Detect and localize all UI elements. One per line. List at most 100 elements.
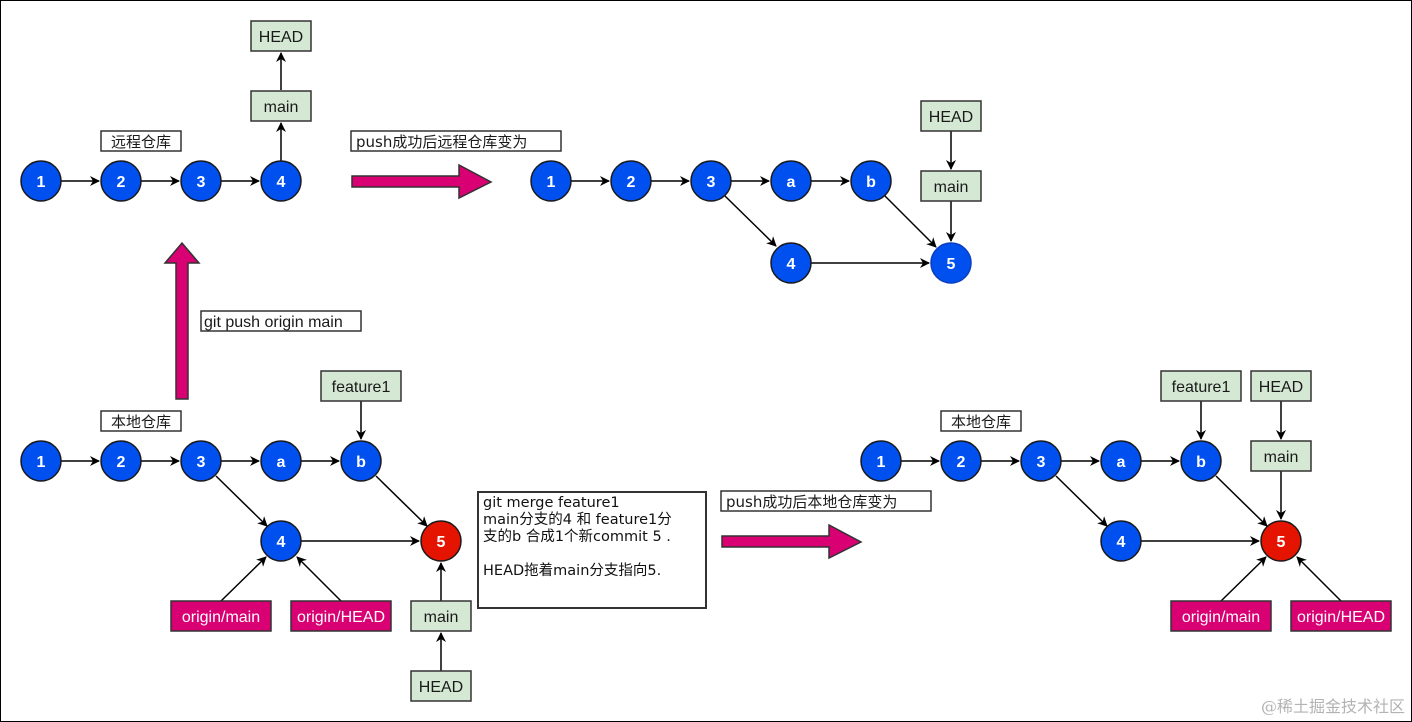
edge [215,475,268,527]
transition-arrow-right [351,163,493,200]
remote-label-origin-head: origin/HEAD [1290,600,1392,632]
note-line: HEAD拖着main分支指向5. [483,563,662,579]
remote-after-graph: 1 2 3 a b 4 5 HEAD main [530,100,982,284]
local-after-graph: 1 2 3 a b 4 5 feature1 HEAD main origin/… [860,370,1392,632]
svg-text:feature1: feature1 [1172,379,1231,396]
branch-label-head: HEAD [250,20,312,52]
svg-text:HEAD: HEAD [1259,379,1303,396]
commit-node: 1 [20,160,62,202]
svg-text:main: main [1264,449,1299,466]
svg-text:2: 2 [957,454,966,471]
svg-text:3: 3 [197,454,206,471]
svg-text:origin/HEAD: origin/HEAD [297,609,385,626]
remote-label-origin-main: origin/main [1170,600,1272,632]
svg-text:push成功后远程仓库变为: push成功后远程仓库变为 [356,133,527,151]
push-arrow-up [163,241,201,400]
commit-node: 3 [180,160,222,202]
commit-node-merge: 5 [1260,520,1302,562]
watermark: @稀土掘金技术社区 [1260,697,1405,716]
svg-text:feature1: feature1 [332,379,391,396]
commit-node: 2 [100,440,142,482]
svg-text:origin/HEAD: origin/HEAD [1297,609,1385,626]
svg-text:1: 1 [877,454,886,471]
commit-node: 1 [860,440,902,482]
svg-text:git push origin main: git push origin main [204,314,343,331]
edge [296,556,342,602]
svg-text:本地仓库: 本地仓库 [111,413,171,431]
branch-label-head: HEAD [1250,370,1312,402]
svg-text:3: 3 [197,174,206,191]
branch-label-feature1: feature1 [320,370,402,402]
edge [375,475,428,527]
local-before-graph: 1 2 3 a b 4 5 feature1 origin/main origi… [20,370,472,702]
svg-text:远程仓库: 远程仓库 [111,133,171,151]
svg-text:本地仓库: 本地仓库 [951,413,1011,431]
note-line: 支的b 合成1个新commit 5 . [483,529,671,545]
commit-node: 4 [260,160,302,202]
svg-text:2: 2 [627,174,636,191]
edge [884,195,937,248]
edge [1215,475,1268,527]
remote-label-origin-head: origin/HEAD [290,600,392,632]
commit-node: a [1100,440,1142,482]
svg-text:origin/main: origin/main [182,609,260,626]
merge-explanation-note: git merge feature1 main分支的4 和 feature1分 … [477,491,707,609]
edge [1296,556,1342,602]
remote-before-graph: 1 2 3 4 main HEAD 远程仓库 [20,20,312,202]
branch-label-main: main [920,170,982,202]
commit-node-merge: 5 [930,242,972,284]
commit-node: 1 [530,160,572,202]
svg-text:5: 5 [1277,534,1286,551]
commit-node: 2 [100,160,142,202]
svg-text:3: 3 [707,174,716,191]
commit-node: a [770,160,812,202]
svg-text:origin/main: origin/main [1182,609,1260,626]
svg-text:a: a [277,454,286,471]
svg-text:main: main [424,609,459,626]
svg-text:2: 2 [117,454,126,471]
commit-node: 1 [20,440,62,482]
svg-text:main: main [934,179,969,196]
commit-node: b [1180,440,1222,482]
branch-label-main: main [250,90,312,122]
push-remote-caption: push成功后远程仓库变为 [350,130,562,152]
svg-text:push成功后本地仓库变为: push成功后本地仓库变为 [726,493,897,511]
svg-text:4: 4 [1117,534,1126,551]
branch-label-feature1: feature1 [1160,370,1242,402]
note-line [483,546,701,563]
commit-node: b [340,440,382,482]
repo-caption: 本地仓库 [100,410,182,432]
svg-text:HEAD: HEAD [419,679,463,696]
push-command-caption: git push origin main [200,310,362,332]
note-line: main分支的4 和 feature1分 [483,512,672,528]
push-local-caption: push成功后本地仓库变为 [720,490,932,512]
svg-text:5: 5 [437,534,446,551]
svg-text:HEAD: HEAD [259,29,303,46]
edge [1220,556,1267,602]
remote-label-origin-main: origin/main [170,600,272,632]
svg-text:4: 4 [277,174,286,191]
svg-text:2: 2 [117,174,126,191]
svg-text:b: b [866,174,876,191]
svg-text:4: 4 [787,256,796,273]
branch-label-main: main [410,600,472,632]
edge [1055,475,1108,527]
svg-text:1: 1 [547,174,556,191]
svg-text:HEAD: HEAD [929,109,973,126]
commit-node: b [850,160,892,202]
commit-node: 4 [260,520,302,562]
svg-text:b: b [356,454,366,471]
note-line: git merge feature1 [483,495,620,511]
svg-text:a: a [787,174,796,191]
repo-caption: 远程仓库 [100,130,182,152]
branch-label-main: main [1250,440,1312,472]
svg-text:1: 1 [37,454,46,471]
commit-node: 3 [1020,440,1062,482]
edge [220,556,267,602]
commit-node: 2 [610,160,652,202]
svg-text:1: 1 [37,174,46,191]
repo-caption: 本地仓库 [940,410,1022,432]
commit-node: 4 [1100,520,1142,562]
